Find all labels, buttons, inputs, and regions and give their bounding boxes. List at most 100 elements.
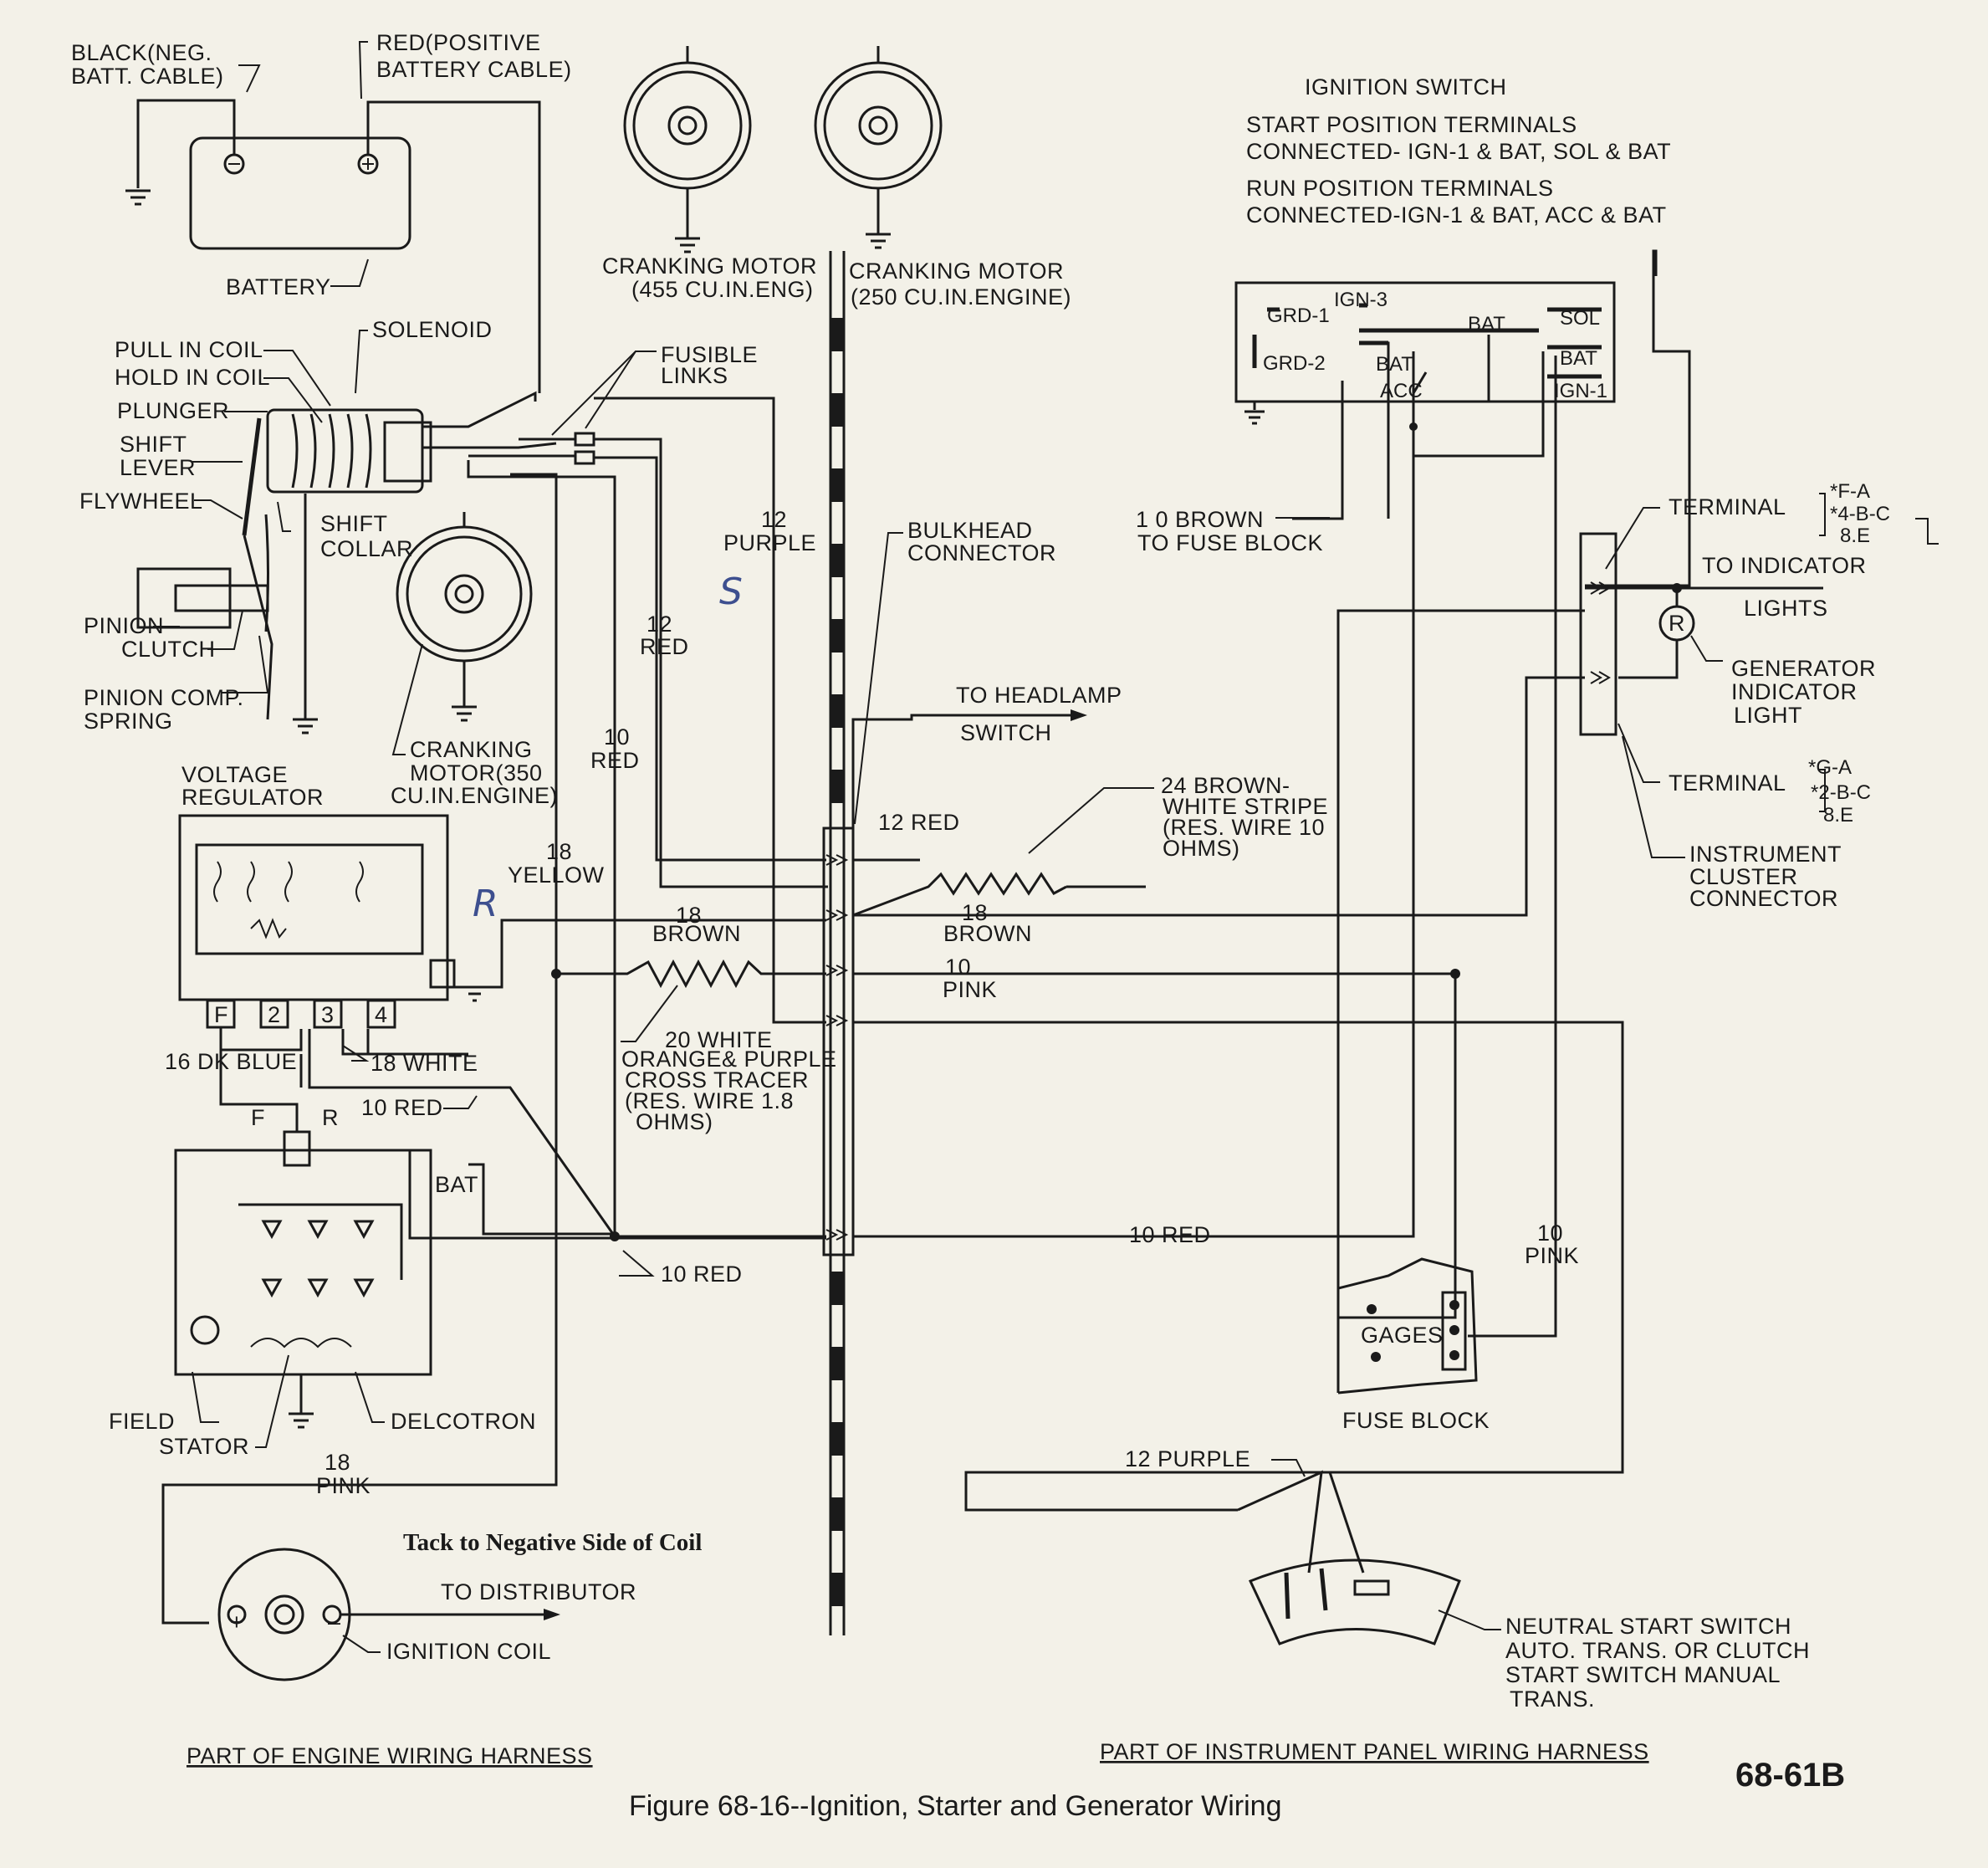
pinion-label: PINION xyxy=(84,613,164,638)
headlamp-label-2: SWITCH xyxy=(960,720,1051,745)
w18-pink-num: 18 xyxy=(325,1450,350,1475)
w10-brown-label-2: TO FUSE BLOCK xyxy=(1137,530,1323,555)
motor-350-label-1: CRANKING xyxy=(410,737,533,762)
w10-pink-b-label: PINK xyxy=(1525,1243,1579,1268)
fusible-links xyxy=(468,351,828,888)
w24-label-4: OHMS) xyxy=(1163,836,1240,861)
w10-red-a-label: RED xyxy=(590,748,640,773)
engine-wires xyxy=(161,397,826,1625)
w18-yellow-num: 18 xyxy=(546,839,572,864)
w18-yellow-label: YELLOW xyxy=(508,862,605,888)
motor-350-label-2: MOTOR(350 xyxy=(410,760,543,786)
voltage-regulator xyxy=(178,814,485,1056)
run-desc-1: RUN POSITION TERMINALS xyxy=(1246,176,1554,201)
battery xyxy=(125,41,541,393)
pos-cable-label-1: RED(POSITIVE xyxy=(376,30,541,55)
fuse-block-label: FUSE BLOCK xyxy=(1342,1408,1490,1433)
w20-white-label-5: OHMS) xyxy=(636,1109,713,1134)
flywheel-label: FLYWHEEL xyxy=(79,489,203,514)
run-desc-2: CONNECTED-IGN-1 & BAT, ACC & BAT xyxy=(1246,202,1667,228)
terminal-bottom-code-2: *2-B-C xyxy=(1811,781,1871,804)
ignition-coil-label: IGNITION COIL xyxy=(386,1639,551,1664)
term-grd1: GRD-1 xyxy=(1267,305,1330,327)
panel-wire-leaders xyxy=(1028,517,1330,1477)
delcotron-label: DELCOTRON xyxy=(391,1409,536,1434)
to-indicator-label-2: LIGHTS xyxy=(1744,596,1828,621)
instrument-cluster-connector xyxy=(1579,493,1939,858)
field-label: FIELD xyxy=(109,1409,175,1434)
motor-350-label-3: CU.IN.ENGINE) xyxy=(391,783,558,808)
headlamp-wire xyxy=(851,709,1087,845)
panel-harness-label: PART OF INSTRUMENT PANEL WIRING HARNESS xyxy=(1100,1739,1649,1764)
figure-caption: Figure 68-16--Ignition, Starter and Gene… xyxy=(629,1790,1281,1822)
gen-light-label-1: GENERATOR xyxy=(1731,656,1876,681)
fuse-block xyxy=(1336,1257,1478,1395)
battery-label: BATTERY xyxy=(226,274,331,299)
ignition-coil xyxy=(217,1548,560,1681)
terminal-top-code-3: 8.E xyxy=(1840,525,1870,547)
w10-red-d-label: 10 RED xyxy=(661,1262,743,1287)
neutral-start-switch xyxy=(1248,1558,1501,1645)
w18-brown-a-label: BROWN xyxy=(652,921,741,946)
pull-in-coil-label: PULL IN COIL xyxy=(115,337,263,362)
terminal-bottom-label: TERMINAL xyxy=(1669,770,1786,796)
cranking-motor-455 xyxy=(623,46,752,253)
bulkhead-label-2: CONNECTOR xyxy=(907,540,1056,566)
handwritten-s: S xyxy=(719,571,743,613)
junction-dot xyxy=(551,969,561,979)
term-ign3: IGN-3 xyxy=(1334,289,1388,311)
gen-light-label-3: LIGHT xyxy=(1734,703,1802,728)
vr-label-1: VOLTAGE xyxy=(181,762,288,787)
w12-red-b-label: 12 RED xyxy=(878,810,960,835)
w10-pink-a-num: 10 xyxy=(945,954,971,980)
delcotron-r: R xyxy=(322,1105,339,1130)
terminal-top-label: TERMINAL xyxy=(1669,494,1786,519)
term-acc: ACC xyxy=(1380,380,1423,402)
clutch-label: CLUTCH xyxy=(121,637,216,662)
w24-label-3: (RES. WIRE 10 xyxy=(1163,815,1325,840)
neg-cable-label-2: BATT. CABLE) xyxy=(71,64,224,89)
panel-wires xyxy=(852,249,1823,1574)
plunger-label: PLUNGER xyxy=(117,398,229,423)
handwritten-r: R xyxy=(473,883,498,925)
bulkhead-label-1: BULKHEAD xyxy=(907,518,1033,543)
shift-collar-label-2: COLLAR xyxy=(320,536,413,561)
to-indicator-label-1: TO INDICATOR xyxy=(1702,553,1867,578)
hold-in-coil-label: HOLD IN COIL xyxy=(115,365,270,390)
vr-terminal-4: 4 xyxy=(375,1002,388,1027)
shift-lever-label-1: SHIFT xyxy=(120,432,187,457)
w20-white-label-4: (RES. WIRE 1.8 xyxy=(625,1088,794,1113)
cranking-motor-250 xyxy=(814,46,943,249)
w10-pink-b-num: 10 xyxy=(1537,1221,1563,1246)
fusible-links-label-1: FUSIBLE xyxy=(661,342,758,367)
terminal-bottom-code-1: *G-A xyxy=(1808,756,1852,779)
term-sol: SOL xyxy=(1560,307,1600,330)
w16-dk-blue-label: 16 DK BLUE xyxy=(165,1049,297,1074)
engine-wire-leaders xyxy=(342,985,678,1277)
shift-collar-label-1: SHIFT xyxy=(320,511,388,536)
w18-brown-b-label: BROWN xyxy=(943,921,1032,946)
starter-assembly xyxy=(136,391,557,734)
neutral-switch-label-4: TRANS. xyxy=(1510,1686,1595,1712)
pos-cable-label-2: BATTERY CABLE) xyxy=(376,57,572,82)
w12-purple-b-label: 12 PURPLE xyxy=(1125,1446,1250,1471)
shift-lever-label-2: LEVER xyxy=(120,455,196,480)
w12-red-a-num: 12 xyxy=(646,612,672,637)
w10-pink-a-label: PINK xyxy=(943,977,997,1002)
neutral-switch-label-2: AUTO. TRANS. OR CLUTCH xyxy=(1505,1638,1810,1663)
w10-brown-label-1: 1 0 BROWN xyxy=(1136,507,1264,532)
w10-red-a-num: 10 xyxy=(604,724,630,750)
w18-brown-a-num: 18 xyxy=(676,903,702,928)
w24-label-1: 24 BROWN- xyxy=(1161,773,1290,798)
vr-terminal-2: 2 xyxy=(268,1002,281,1027)
term-bat-top: BAT xyxy=(1468,313,1505,335)
w18-pink-label: PINK xyxy=(316,1473,371,1498)
fusible-links-label-2: LINKS xyxy=(661,363,728,388)
w24-label-2: WHITE STRIPE xyxy=(1163,794,1328,819)
cluster-connector-label-1: INSTRUMENT xyxy=(1689,842,1842,867)
w18-white-label: 18 WHITE xyxy=(371,1051,478,1076)
terminal-top-code-1: *F-A xyxy=(1830,480,1870,503)
solenoid-label: SOLENOID xyxy=(372,317,493,342)
stator-label: STATOR xyxy=(159,1434,249,1459)
